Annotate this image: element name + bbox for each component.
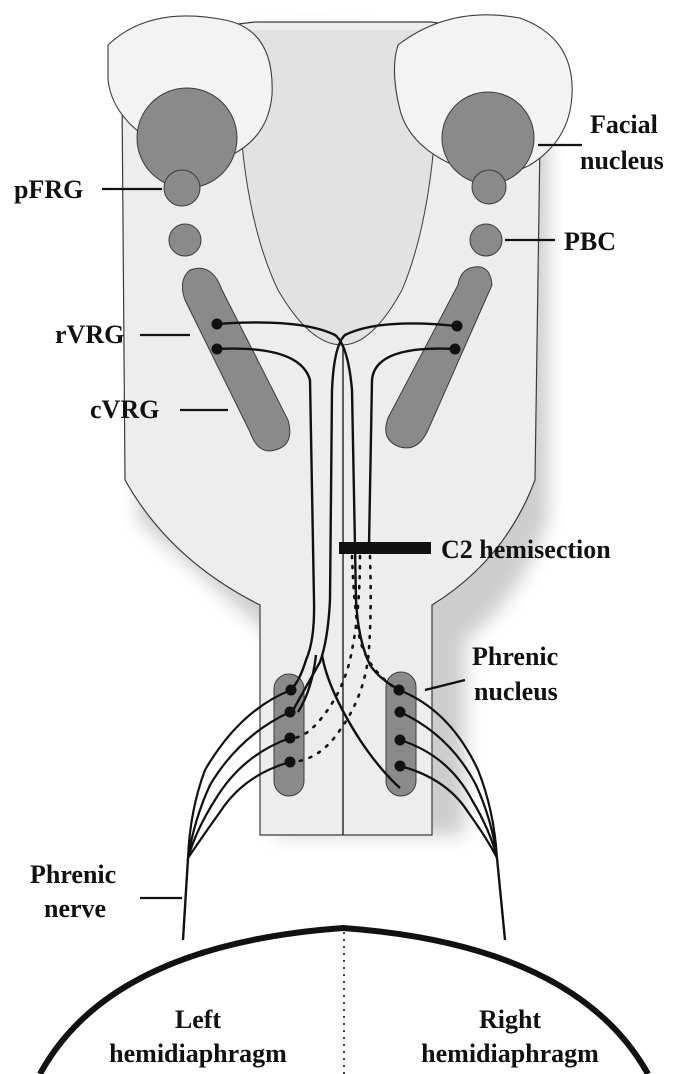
c2-hemisection-bar (339, 542, 431, 554)
right-phrenic-nerve (497, 858, 505, 940)
left-pfrg-nucleus (164, 170, 200, 206)
left-hemidiaphragm-label-line1: Left (175, 1005, 222, 1034)
phrenic-nerve-label-line2: nerve (44, 894, 106, 923)
rvrg-label: rVRG (55, 320, 124, 349)
left-pbc-nucleus (169, 224, 201, 256)
right-hemidiaphragm-label-line1: Right (479, 1005, 541, 1034)
cvrg-label: cVRG (90, 395, 159, 424)
facial-nucleus-label-line1: Facial (590, 110, 658, 139)
facial-nucleus-label-line2: nucleus (580, 146, 664, 175)
pfrg-label: pFRG (14, 175, 83, 204)
pbc-label: PBC (564, 227, 616, 256)
right-pfrg-nucleus (472, 170, 506, 204)
phrenic-nucleus-label-line2: nucleus (474, 677, 558, 706)
left-phrenic-nerve (183, 858, 188, 940)
phrenic-nucleus-label-line1: Phrenic (472, 642, 558, 671)
phrenic-nerve-label-line1: Phrenic (30, 860, 116, 889)
right-pbc-nucleus (470, 224, 502, 256)
left-hemidiaphragm-label-line2: hemidiaphragm (109, 1039, 287, 1068)
c2-hemisection-label: C2 hemisection (441, 535, 611, 564)
right-hemidiaphragm-label-line2: hemidiaphragm (421, 1039, 599, 1068)
